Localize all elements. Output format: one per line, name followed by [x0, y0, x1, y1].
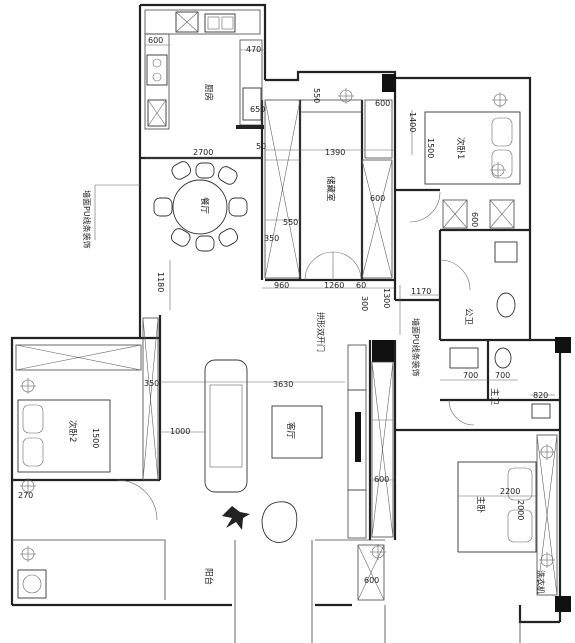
dim-2000: 2000: [516, 500, 525, 520]
dim-2200: 2200: [500, 487, 520, 496]
dim-1000: 1000: [170, 427, 190, 436]
room-bath-master: 主卫: [489, 388, 500, 406]
dim-350-living: 350: [144, 379, 159, 388]
kitchen-fixtures: [144, 9, 264, 130]
dim-700-a: 700: [463, 371, 478, 380]
dim-1500-b2: 1500: [91, 428, 100, 448]
room-dining: 餐厅: [199, 197, 209, 215]
dim-2700: 2700: [193, 148, 213, 157]
dim-650: 650: [250, 105, 265, 114]
dim-700-b: 700: [495, 371, 510, 380]
dim-600-tv: 600: [374, 475, 389, 484]
room-bath-public: 公卫: [463, 308, 473, 326]
notes: 墙面PU线条装饰 墙面PU线条装饰 拱形双开门 洗衣机: [82, 190, 546, 594]
dim-1170: 1170: [411, 287, 431, 296]
room-living: 客厅: [285, 422, 296, 440]
dim-600-b1: 600: [470, 212, 479, 227]
note-wall-line-right: 墙面PU线条装饰: [411, 318, 421, 377]
dim-1300: 1300: [382, 288, 391, 308]
dim-300: 300: [360, 296, 369, 311]
dimensions: 600 470 650 550 600 1400 1500 2700 50 13…: [18, 36, 548, 585]
dim-270: 270: [18, 491, 33, 500]
dim-1180: 1180: [156, 272, 165, 292]
room-master: 主卧: [475, 496, 486, 514]
dim-3630: 3630: [273, 380, 293, 389]
lamps: [20, 88, 555, 568]
room-walkin: 储藏室: [325, 176, 336, 202]
note-laundry: 洗衣机: [536, 570, 546, 594]
columns: [372, 74, 571, 612]
dim-470: 470: [246, 45, 261, 54]
room-bedroom2: 次卧2: [67, 420, 78, 442]
plant-icon: [222, 506, 250, 530]
room-labels: 厨房 餐厅 储藏室 次卧1 次卧2 客厅 公卫 主卫 主卧 阳台: [67, 84, 500, 585]
room-balcony: 阳台: [203, 568, 214, 585]
note-arch-door: 拱形双开门: [316, 312, 326, 352]
living-furniture: [204, 359, 323, 543]
dim-820: 820: [533, 391, 548, 400]
dim-600-top: 600: [375, 99, 390, 108]
walls: [10, 3, 562, 643]
room-kitchen: 厨房: [203, 84, 214, 101]
beds: [17, 111, 537, 553]
dim-550-top: 550: [312, 88, 321, 103]
room-bedroom1: 次卧1: [455, 137, 466, 159]
dim-1260: 1260: [324, 281, 344, 290]
dim-60: 60: [356, 281, 366, 290]
bathroom-fixtures: [17, 191, 551, 599]
dim-600-kitchen: 600: [148, 36, 163, 45]
note-wall-line-left: 墙面PU线条装饰: [82, 190, 92, 249]
dim-50: 50: [256, 142, 266, 151]
dim-600-balcony: 600: [364, 576, 379, 585]
dim-600-wardrobe: 600: [370, 194, 385, 203]
dining-table: [153, 161, 248, 252]
dim-1500: 1500: [426, 138, 435, 158]
wardrobes: [15, 99, 558, 601]
dim-550-mid: 550: [283, 218, 298, 227]
dimension-lines: [94, 44, 555, 497]
dim-1390: 1390: [325, 148, 345, 157]
dim-1400: 1400: [408, 112, 417, 132]
dim-350-mid: 350: [264, 234, 279, 243]
dim-960: 960: [274, 281, 289, 290]
